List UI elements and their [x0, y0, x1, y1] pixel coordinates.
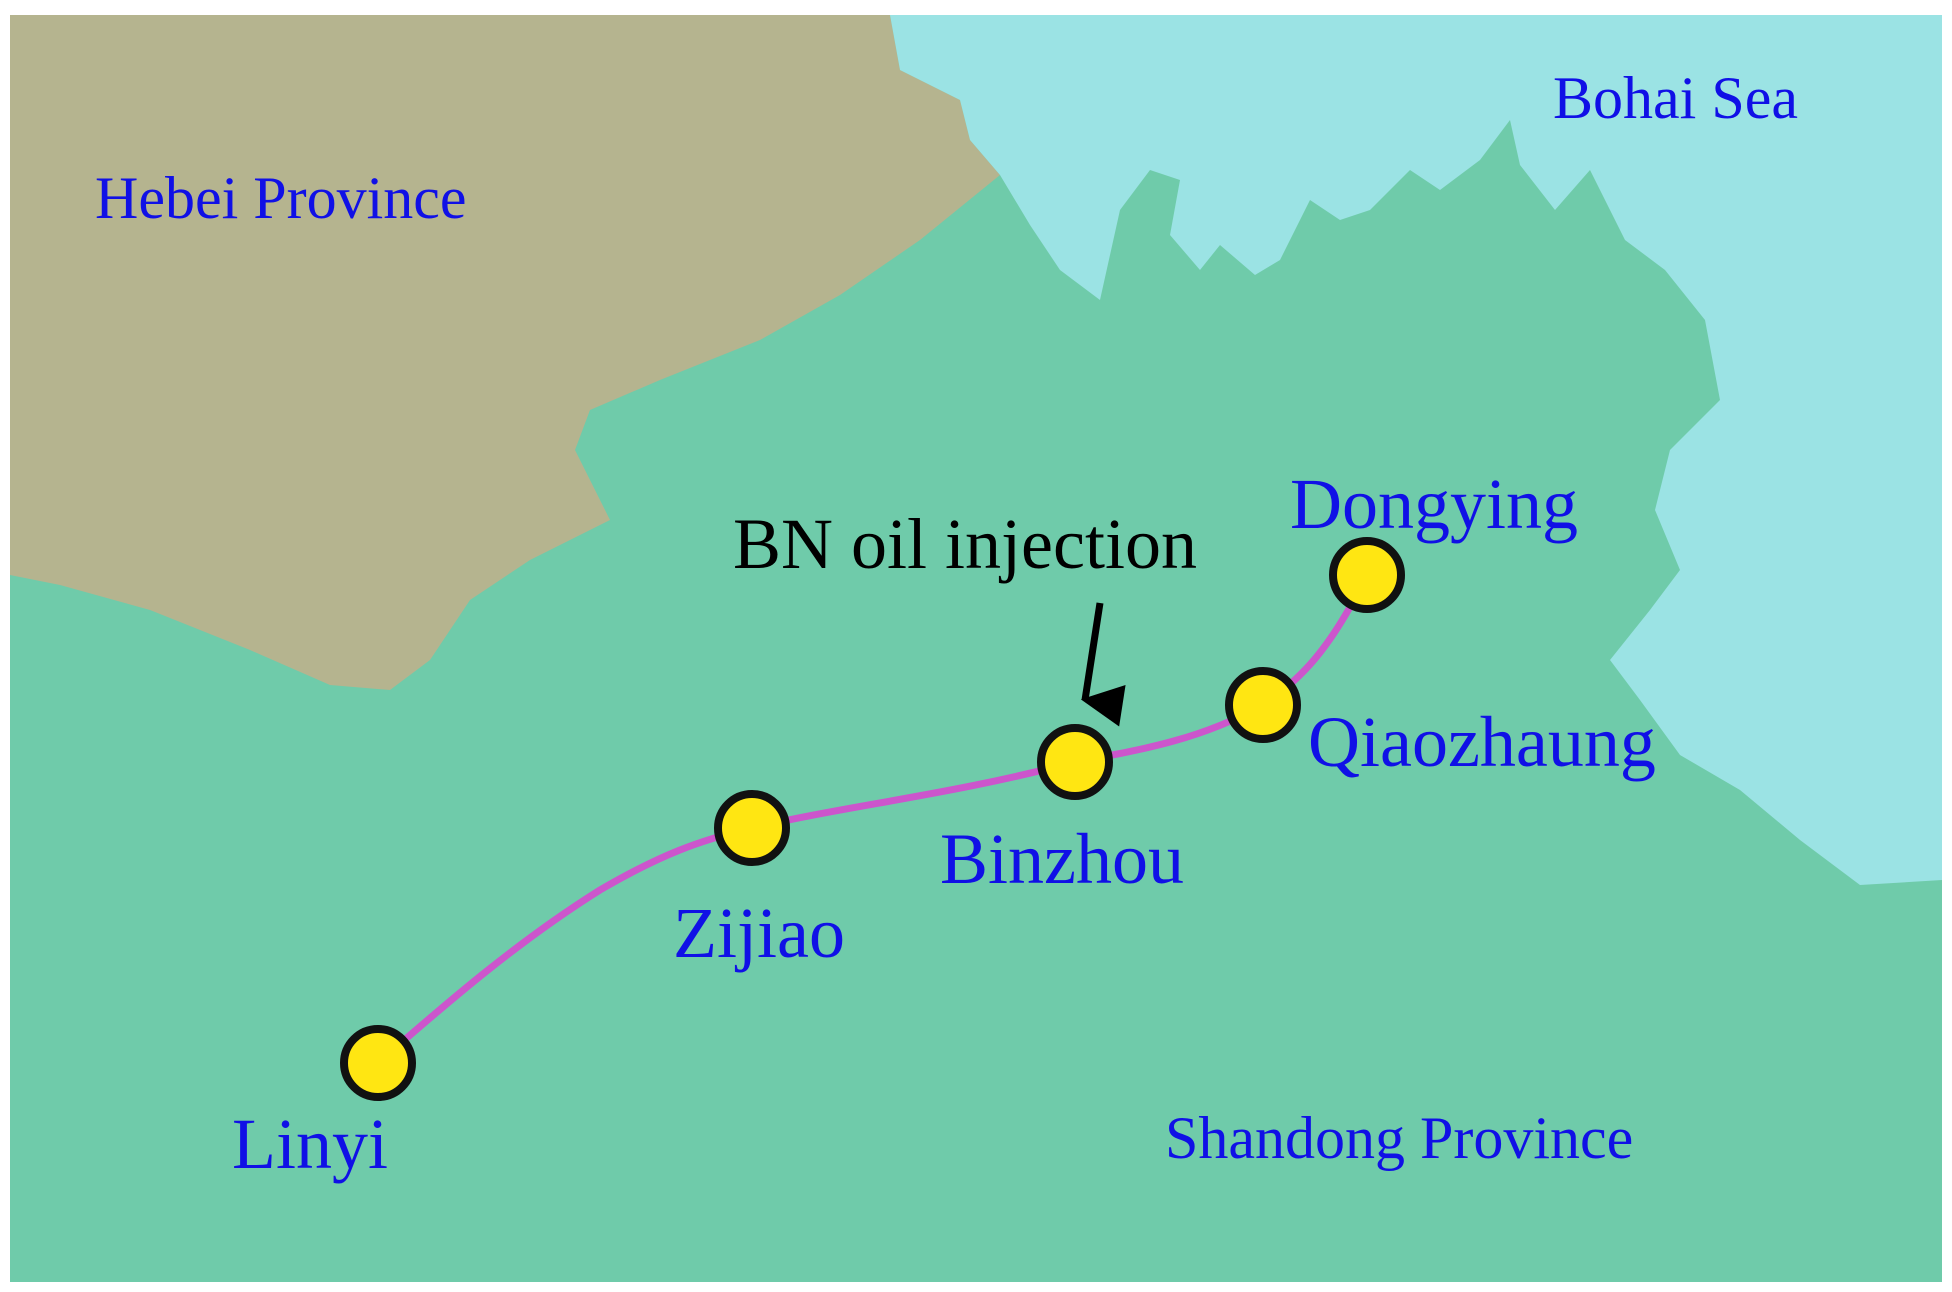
station-label-qiaozhaung: Qiaozhaung	[1308, 702, 1656, 782]
station-label-linyi: Linyi	[232, 1104, 388, 1184]
bn-oil-injection-label: BN oil injection	[733, 504, 1197, 584]
bohai-sea-label: Bohai Sea	[1553, 65, 1798, 131]
station-qiaozhaung	[1225, 667, 1301, 743]
hebei-land	[10, 15, 1000, 690]
station-label-dongying: Dongying	[1290, 464, 1578, 544]
station-zijiao	[714, 790, 790, 866]
station-linyi	[340, 1025, 416, 1101]
station-label-zijiao: Zijiao	[673, 893, 845, 973]
hebei-province-label: Hebei Province	[95, 165, 467, 231]
station-label-binzhou: Binzhou	[940, 819, 1184, 899]
bohai-sea	[890, 15, 1942, 885]
station-dongying	[1329, 537, 1405, 613]
station-binzhou	[1037, 724, 1113, 800]
shandong-province-label: Shandong Province	[1165, 1105, 1634, 1171]
arrow-down-icon	[1080, 602, 1126, 727]
